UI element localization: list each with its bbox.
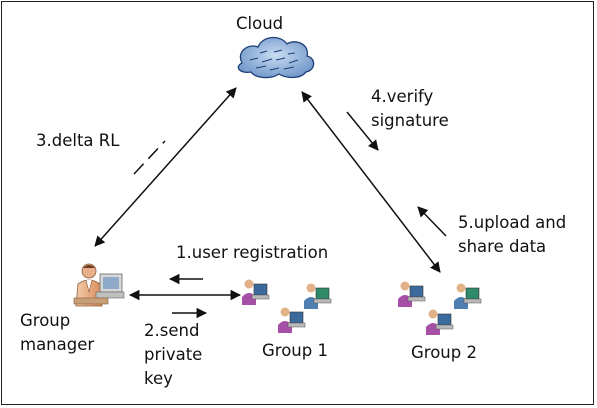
step4-label-line1: 4.verify bbox=[371, 87, 434, 106]
group2-label: Group 2 bbox=[411, 343, 477, 362]
step4-arrow bbox=[346, 111, 379, 151]
step4-label-line2: signature bbox=[371, 111, 449, 130]
step3-label: 3.delta RL bbox=[36, 131, 120, 150]
step2-label-line1: 2.send bbox=[144, 321, 200, 340]
cloud-icon bbox=[237, 36, 315, 79]
step2-label-line3: key bbox=[144, 369, 173, 388]
step2-label-line2: private bbox=[144, 345, 203, 364]
step5-arrow bbox=[417, 206, 447, 237]
group2-users-icon bbox=[398, 281, 482, 335]
edge-cloud-group2 bbox=[301, 91, 441, 273]
edge-cloud-manager bbox=[94, 87, 237, 247]
group-manager-icon bbox=[73, 263, 125, 307]
cloud-label: Cloud bbox=[236, 14, 284, 33]
group1-label: Group 1 bbox=[262, 341, 328, 360]
step1-label: 1.user registration bbox=[176, 243, 329, 262]
group-manager-label-line2: manager bbox=[20, 335, 95, 354]
step3-arrow bbox=[133, 140, 166, 175]
step5-label-line1: 5.upload and bbox=[458, 213, 567, 232]
group-manager-label-line1: Group bbox=[20, 311, 71, 330]
step5-label-line2: share data bbox=[458, 237, 547, 256]
group1-users-icon bbox=[242, 279, 332, 333]
